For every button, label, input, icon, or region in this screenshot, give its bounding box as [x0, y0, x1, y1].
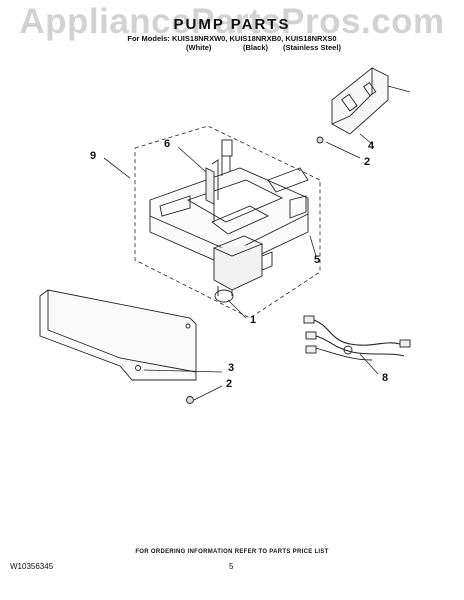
callout-2-top: 2 — [364, 156, 371, 168]
page-title: PUMP PARTS — [173, 16, 291, 33]
pump-reservoir — [149, 167, 309, 269]
callout-3: 3 — [228, 362, 235, 374]
float-switch — [205, 139, 233, 222]
ordering-note: FOR ORDERING INFORMATION REFER TO PARTS … — [135, 549, 329, 555]
leader-lines — [103, 133, 379, 401]
callout-8: 8 — [382, 372, 389, 384]
callout-6: 6 — [164, 138, 171, 150]
screw-top — [316, 136, 324, 144]
finish-black: (Black) — [243, 43, 269, 52]
callout-4: 4 — [368, 140, 375, 152]
wire-harness — [303, 315, 411, 361]
watermark: AppliancePartsPros.com — [19, 2, 445, 41]
model-list: For Models: KUIS18NRXW0, KUIS18NRXB0, KU… — [127, 34, 337, 43]
page-number: 5 — [229, 562, 234, 571]
pump-motor — [212, 235, 273, 303]
callout-9: 9 — [90, 150, 97, 162]
callout-1: 1 — [250, 314, 257, 326]
finish-white: (White) — [186, 43, 212, 52]
document-number: W10356345 — [10, 562, 54, 571]
finish-stainless: (Stainless Steel) — [283, 43, 341, 52]
assembly-outline — [134, 125, 321, 319]
pump-bracket — [331, 67, 411, 135]
pump-cover — [39, 289, 197, 381]
callout-2-bottom: 2 — [226, 378, 233, 390]
callout-5: 5 — [314, 254, 321, 266]
screw-bottom — [186, 396, 194, 404]
